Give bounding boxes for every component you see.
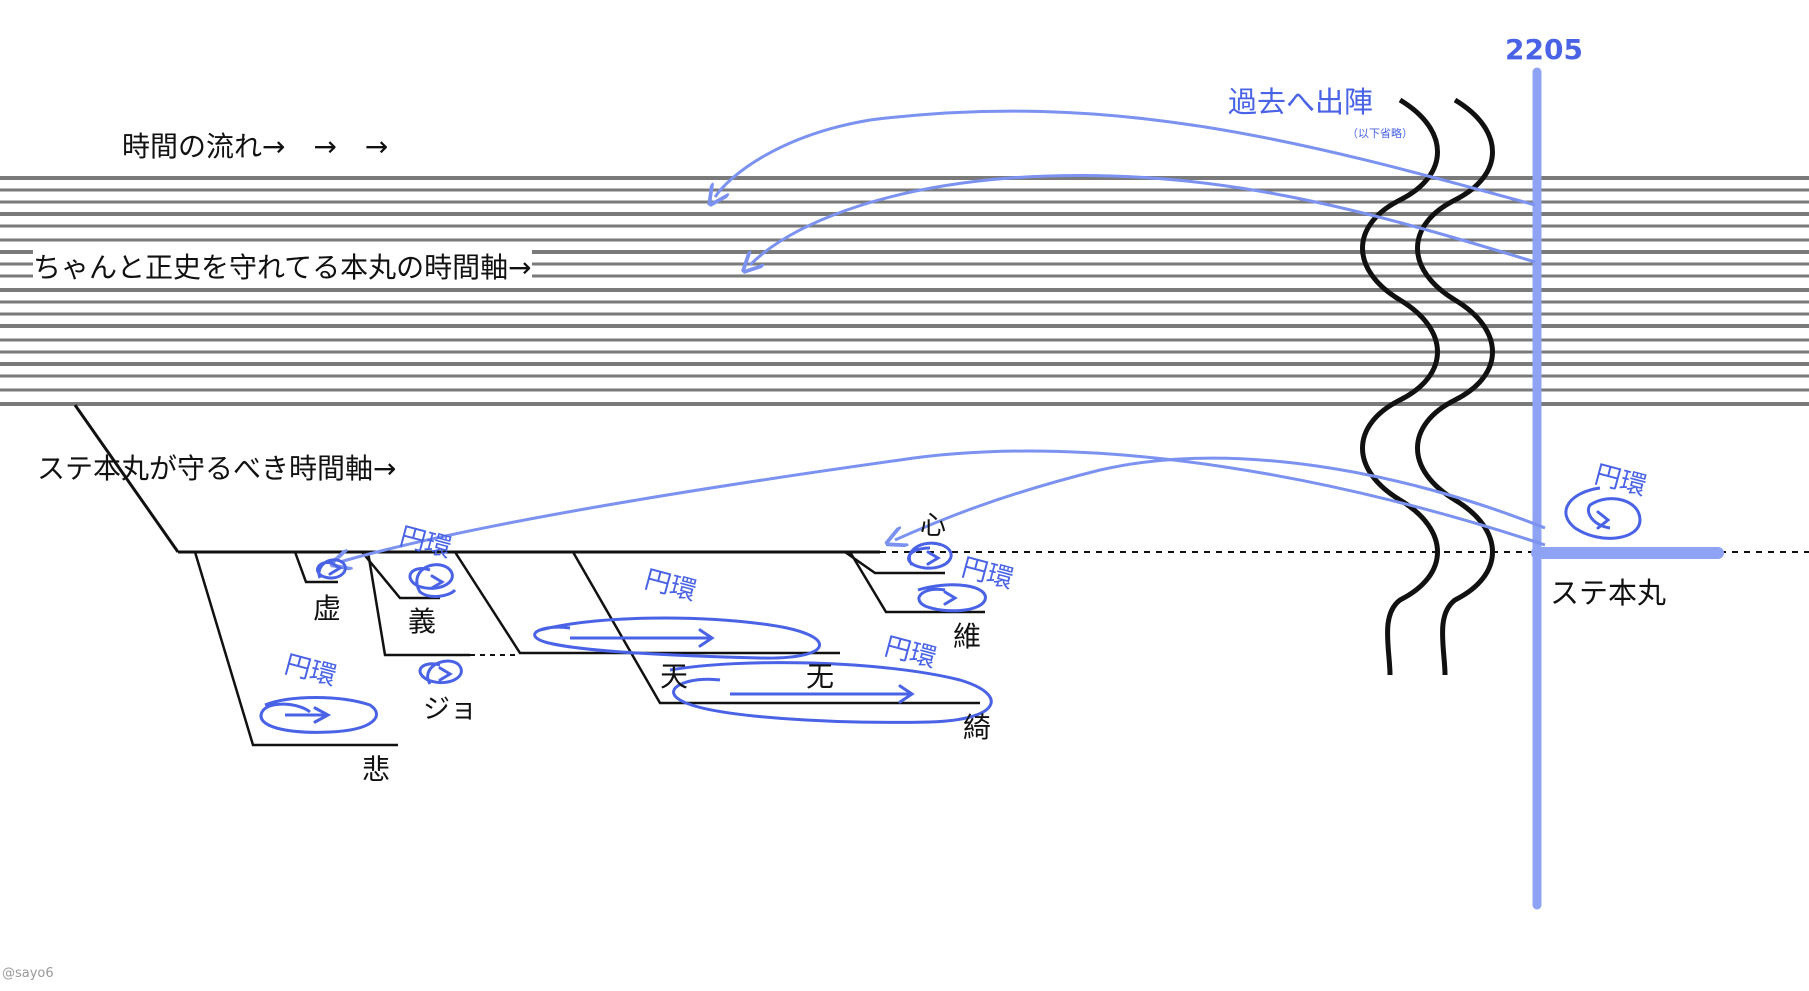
loop-swirl-honmaru <box>1564 486 1642 540</box>
time-flow-label: 時間の流れ→ → → <box>122 130 389 163</box>
sortie-arrow-1 <box>715 109 1536 205</box>
branch-label-hi: 悲 <box>362 753 391 786</box>
parallel-timelines <box>0 176 1809 406</box>
branch-jo <box>366 551 470 657</box>
loop-swirl-hi <box>259 696 378 734</box>
branch-ki <box>571 551 980 705</box>
loop-arrow-ten <box>698 628 715 648</box>
sortie-label: 過去へ出陣 <box>1228 85 1374 119</box>
branch-label-ki: 綺 <box>963 711 992 744</box>
loop-swirl-ki <box>669 661 993 724</box>
loop-swirl-jo <box>418 659 463 685</box>
branch-label-jo: ジョ <box>423 694 477 725</box>
wavy-break-right <box>1415 97 1495 676</box>
wavy-break-left <box>1360 97 1440 676</box>
branch-gi <box>361 551 440 600</box>
loop-swirl-shin <box>907 541 953 570</box>
loop-swirl-ten <box>533 616 821 660</box>
branch-label-i: 維 <box>953 620 982 653</box>
branch-ten <box>453 551 840 655</box>
omitted-note: （以下省略） <box>1347 127 1413 140</box>
ste-timeline-label: ステ本丸が守るべき時間軸→ <box>37 452 397 485</box>
loop-swirl-kyo <box>316 558 347 580</box>
branch-label-ten: 天 <box>660 660 689 693</box>
branch-kyo <box>293 551 338 584</box>
ste-honmaru-label: ステ本丸 <box>1550 576 1667 610</box>
branch-label-shin: 心 <box>920 511 947 541</box>
loop-swirls <box>259 486 1642 734</box>
credit-watermark: @sayo6 <box>2 966 54 981</box>
branch-label-mu: 无 <box>806 660 835 693</box>
sortie-arrow-2 <box>750 174 1536 265</box>
branch-hi <box>193 551 398 747</box>
time-break-marks <box>1360 97 1495 676</box>
proper-timeline-label: ちゃんと正史を守れてる本丸の時間軸→ <box>33 246 532 286</box>
ste-branch-connector <box>73 404 180 553</box>
ste-sortie-arrow-1 <box>340 449 1546 562</box>
loop-swirl-gi <box>408 563 457 598</box>
loop-swirl-i <box>917 583 987 613</box>
branch-label-gi: 義 <box>408 605 437 638</box>
branch-label-kyo: 虚 <box>313 592 342 625</box>
branch-lines <box>193 550 985 747</box>
loop-arrowheads <box>313 510 1611 724</box>
year-label: 2205 <box>1505 33 1583 66</box>
ste-sortie-arrow-2 <box>895 456 1546 540</box>
loop-arrow-ki <box>898 684 915 704</box>
